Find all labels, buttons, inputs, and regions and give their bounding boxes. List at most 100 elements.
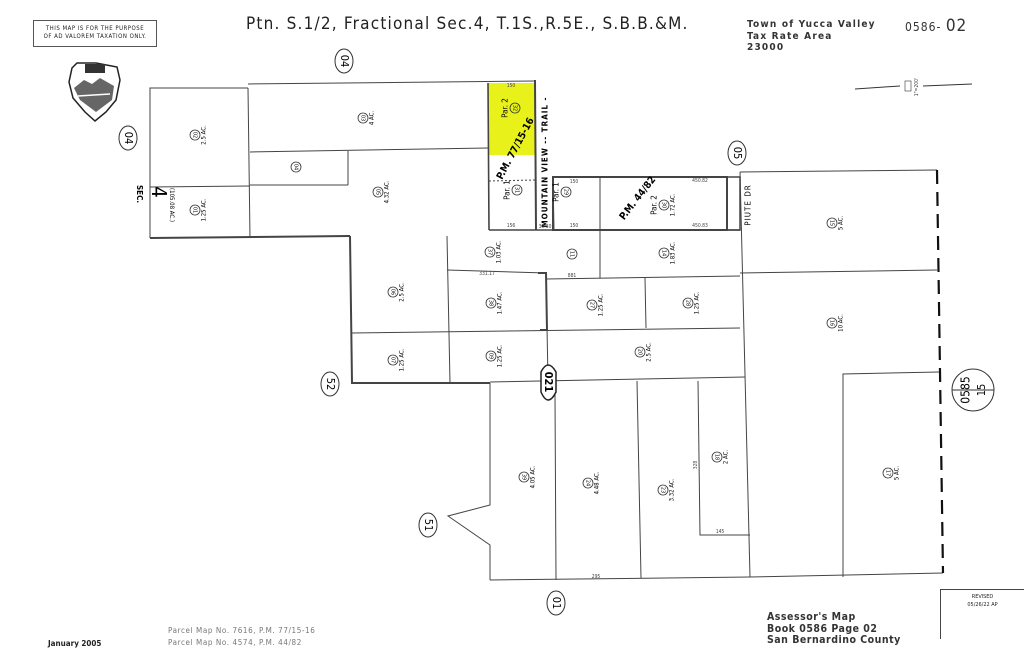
parcel-number: 05 — [375, 189, 381, 195]
parcel-number: 23 — [660, 487, 666, 493]
dimension-label: 328 — [693, 461, 699, 470]
parcel-acreage: 3.32 AC. — [669, 478, 676, 501]
dimension-label: 295 — [592, 574, 601, 580]
disclaimer-line: OF AD VALOREM TAXATION ONLY. — [43, 33, 147, 40]
section-label: SEC. — [135, 185, 144, 203]
book-ref-south: 01 — [546, 590, 566, 616]
parcel-number: 39 — [521, 474, 527, 480]
section-number: 4 — [147, 186, 171, 197]
parcel-number: 29 — [563, 189, 569, 195]
parcel-acreage: 1.03 AC. — [496, 240, 503, 263]
parcel-acreage: 1.25 AC. — [399, 348, 406, 371]
parcel-acreage: 1.25 AC. — [497, 344, 504, 367]
parcel-acreage: 10 AC. — [838, 314, 845, 332]
disclaimer-line: THIS MAP IS FOR THE PURPOSE — [45, 25, 145, 32]
road-mountain-view-trail: MOUNTAIN VIEW -- TRAIL - — [541, 96, 550, 227]
parcel-number: 32 — [512, 105, 518, 111]
tax-rate-area: 23000 — [747, 42, 785, 53]
county-seal-icon — [68, 62, 121, 122]
parcel-acreage: 4.32 AC. — [384, 180, 391, 203]
assessor-title: Assessor's Map — [767, 611, 856, 623]
highway-shield-icon — [540, 364, 557, 401]
parcel-number: 14 — [661, 250, 667, 256]
book-ref-label: 51 — [422, 519, 435, 532]
parcel-acreage: 4 AC. — [369, 111, 376, 126]
book-ref-top: 04 — [334, 48, 354, 74]
highlighted-parcel-32[interactable] — [488, 83, 535, 155]
parcel-number: 04 — [293, 164, 299, 170]
parcel-acreage: 2.5 AC. — [201, 125, 208, 145]
parcel-acreage: 2 AC. — [723, 450, 730, 465]
parcel-number: 30 — [661, 202, 667, 208]
dimension-label: 331.17 — [479, 271, 495, 277]
parcel-11[interactable]: 11 — [566, 248, 578, 260]
town-name: Town of Yucca Valley — [747, 19, 876, 30]
dimension-label: 156 — [507, 223, 516, 229]
parcel-par-label: Par. 1 — [503, 180, 512, 200]
parcel-number: 31 — [514, 187, 520, 193]
dimension-label: 150 — [507, 83, 516, 89]
dimension-label: 450.82 — [692, 178, 708, 184]
disclaimer-box: THIS MAP IS FOR THE PURPOSE OF AD VALORE… — [33, 20, 157, 47]
parcel-acreage: 2.5 AC. — [399, 282, 406, 302]
dimension-label: 450.83 — [692, 223, 708, 229]
book-ref-sw: 52 — [320, 371, 340, 397]
book-ref-label: 05 — [731, 147, 744, 160]
dimension-label: 150 — [570, 179, 579, 185]
assessor-block: Assessor's Map Book 0586 Page 02 San Ber… — [767, 611, 901, 647]
parcel-map-list: Parcel Map No. 7616, P.M. 77/15-16 Parce… — [168, 625, 315, 649]
parcel-acreage: 4.48 AC. — [594, 471, 601, 494]
parcel-acreage: 5 AC. — [838, 216, 845, 231]
parcel-number: 37 — [487, 249, 493, 255]
parcel-acreage: 4.05 AC. — [530, 465, 537, 488]
parcel-number: 27 — [589, 302, 595, 308]
parcel-map-entry: Parcel Map No. 4574, P.M. 44/82 — [168, 638, 302, 647]
parcel-par-label: Par. 2 — [650, 195, 659, 215]
book-ref-east: 05 — [727, 140, 747, 166]
parcel-number: 01 — [192, 207, 198, 213]
dimension-label: 150 — [570, 223, 579, 229]
parcel-number: 38 — [488, 300, 494, 306]
adjacent-book: 0585 — [959, 376, 973, 403]
map-page: 02 — [945, 16, 968, 36]
parcel-acreage: 1.25 AC. — [598, 293, 605, 316]
parcel-04[interactable]: 04 — [290, 161, 302, 173]
parcel-number: 03 — [360, 115, 366, 121]
book-ref-south_west: 51 — [418, 512, 438, 538]
book-ref-label: 04 — [338, 55, 351, 68]
book-ref-left: 04 — [118, 125, 138, 151]
adjacent-page: 15 — [975, 384, 988, 397]
parcel-acreage: 1.72 AC. — [670, 193, 677, 216]
map-number: 0586- 02 — [905, 16, 967, 36]
scale-bar — [854, 80, 973, 92]
parcel-number: 16 — [829, 320, 835, 326]
parcel-number: 17 — [885, 470, 891, 476]
assessor-book-page: Book 0586 Page 02 — [767, 622, 878, 635]
